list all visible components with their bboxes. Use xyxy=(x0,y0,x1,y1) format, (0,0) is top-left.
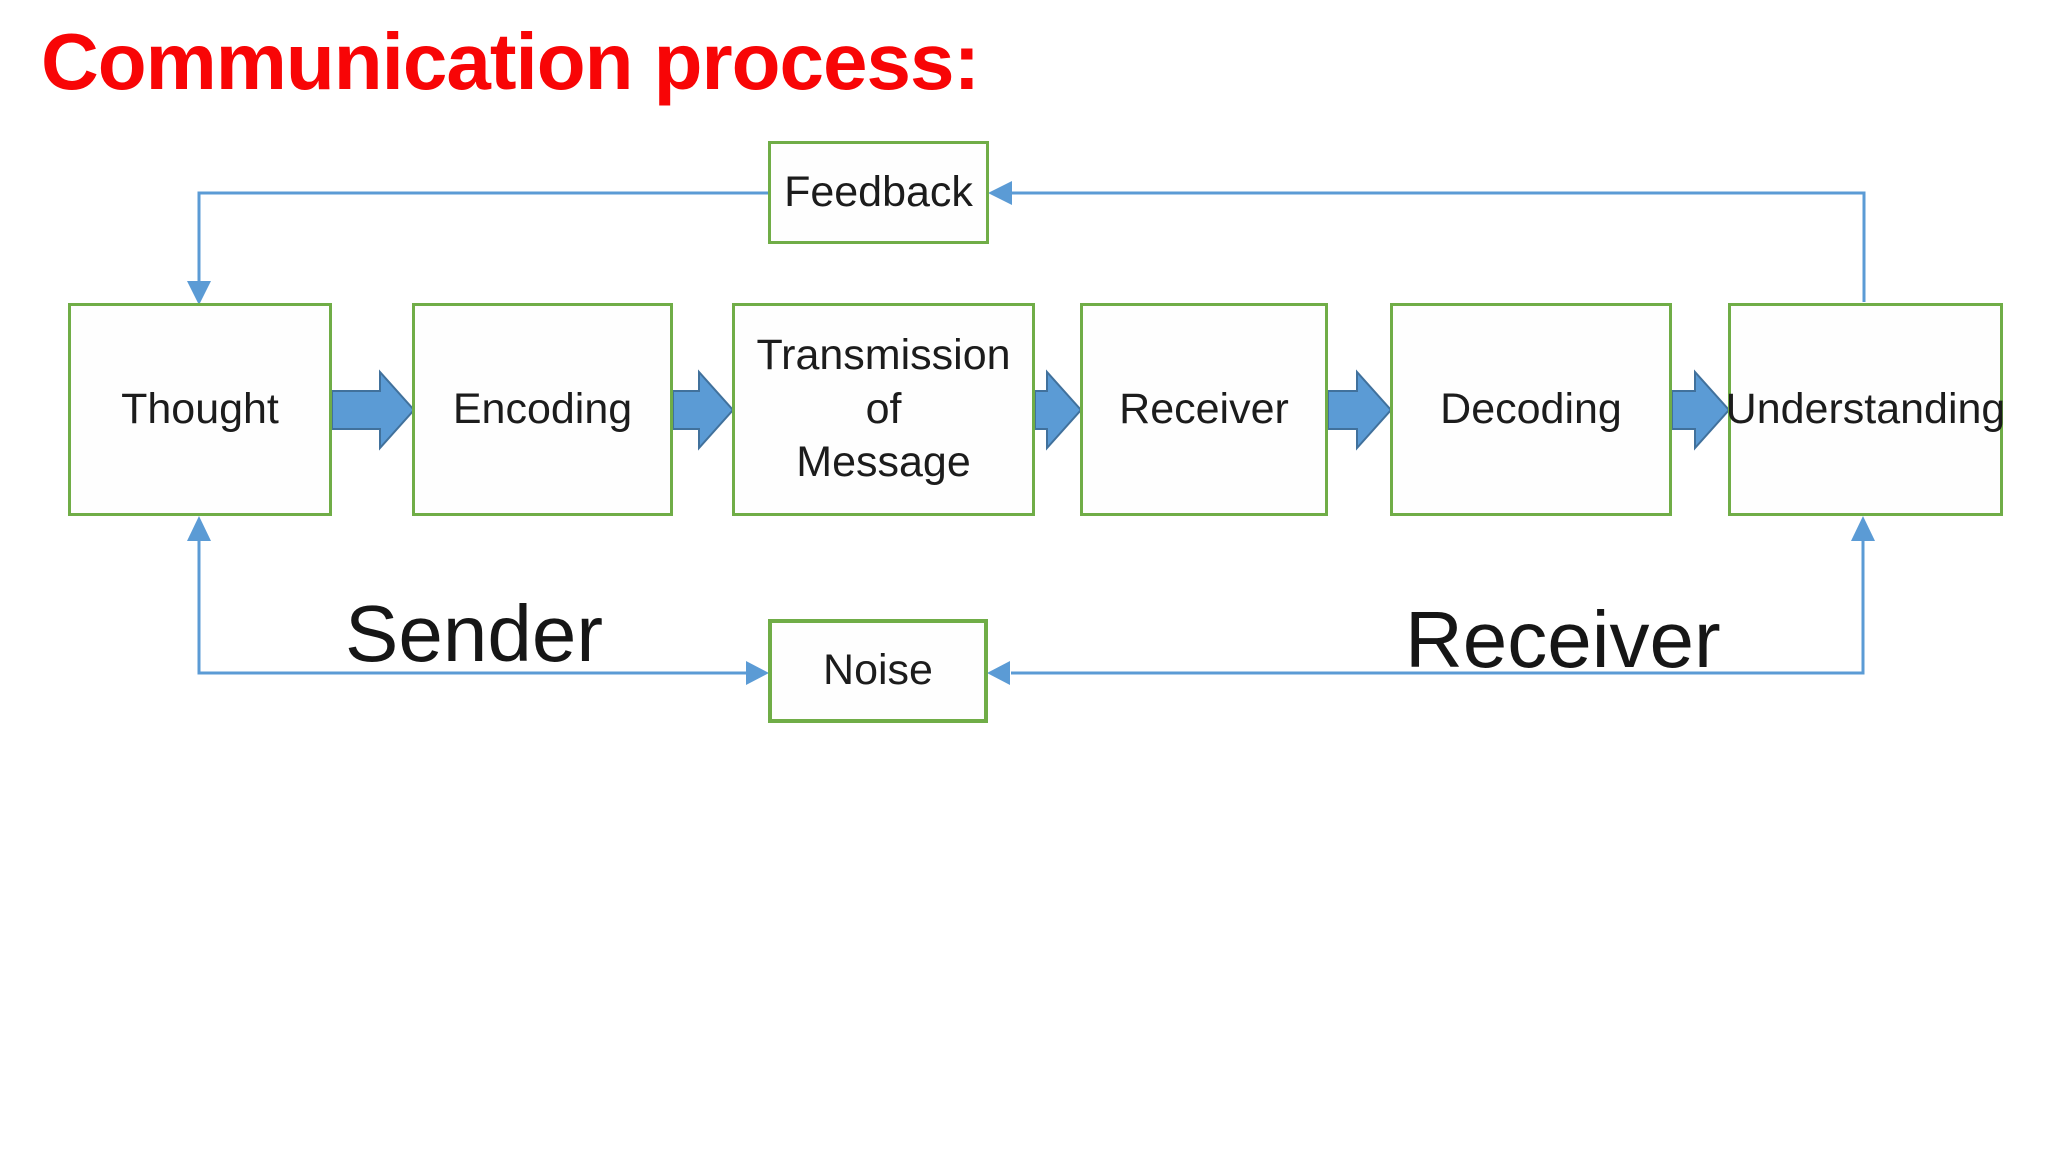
arrowhead-left-into-noise-icon xyxy=(987,661,1010,685)
feedback-label: Feedback xyxy=(784,167,973,216)
arrowhead-down-into-thought-icon xyxy=(187,281,211,305)
receiver-section-label: Receiver xyxy=(1405,595,1721,684)
arrowhead-left-into-feedback-icon xyxy=(988,181,1012,205)
arrowhead-right-into-noise-icon xyxy=(746,661,769,685)
noise-box: Noise xyxy=(768,619,988,723)
stage-box-thought: Thought xyxy=(68,303,332,516)
stage-label-receiver: Receiver xyxy=(1119,384,1289,433)
feedback-to-thought-line xyxy=(197,191,768,281)
stage-label-thought: Thought xyxy=(121,384,279,433)
arrowhead-up-into-thought-icon xyxy=(187,516,211,541)
flow-arrow-encoding-transmission-icon xyxy=(672,369,735,451)
stage-box-understanding: Understanding xyxy=(1725,303,2006,516)
stage-box-receiver: Receiver xyxy=(1080,303,1328,516)
flow-arrow-thought-encoding-icon xyxy=(331,369,416,451)
feedback-box: Feedback xyxy=(768,141,989,244)
stage-box-decoding: Decoding xyxy=(1390,303,1672,516)
stage-label-encoding: Encoding xyxy=(452,384,633,433)
flow-arrow-transmission-receiver-icon xyxy=(1034,369,1083,451)
stage-label-transmission-of-message: Transmission of Message xyxy=(756,330,1011,487)
arrowhead-up-into-understanding-icon xyxy=(1851,516,1875,541)
understanding-to-feedback-line xyxy=(1012,191,1866,302)
stage-box-transmission-of-message: Transmission of Message xyxy=(732,303,1035,516)
sender-section-label: Sender xyxy=(345,589,603,678)
page-title: Communication process: xyxy=(41,17,980,106)
noise-to-understanding-line xyxy=(1011,538,1865,675)
noise-to-thought-line xyxy=(197,538,746,675)
flow-arrow-decoding-understanding-icon xyxy=(1671,369,1731,451)
stage-label-understanding: Understanding xyxy=(1725,384,2006,433)
flow-arrow-receiver-decoding-icon xyxy=(1327,369,1393,451)
stage-box-encoding: Encoding xyxy=(412,303,673,516)
noise-label: Noise xyxy=(823,646,933,695)
stage-label-decoding: Decoding xyxy=(1440,384,1622,433)
